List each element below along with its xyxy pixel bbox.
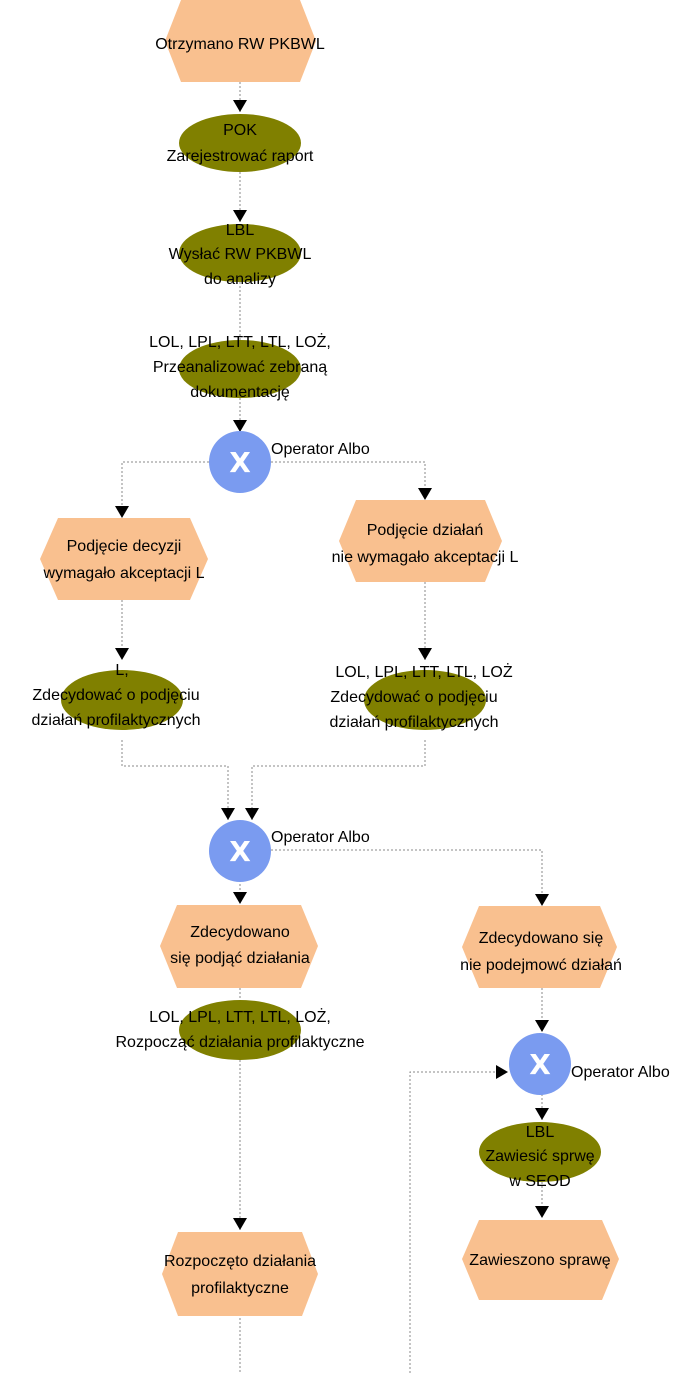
event-shape [162, 1232, 318, 1316]
function-label-line1: Zdecydować o podjęciu [330, 689, 497, 706]
event-shape [462, 1220, 619, 1300]
event-label: Otrzymano RW PKBWL [155, 36, 325, 53]
event-label-line2: profilaktyczne [191, 1280, 289, 1297]
connectors [115, 82, 549, 1373]
event-label-line1: Rozpoczęto działania [164, 1253, 316, 1270]
operator-xor-1: X Operator Albo [209, 431, 370, 493]
function-zdecydowac-grupa: LOL, LPL, LTT, LTL, LOŻ Zdecydować o pod… [330, 662, 513, 731]
function-zawiesic-sprawe: LBL Zawiesić sprwę w SEOD [479, 1122, 601, 1190]
edge-f4-o2 [121, 740, 235, 820]
function-shape [364, 670, 486, 730]
event-label: Zawieszono sprawę [469, 1252, 611, 1269]
function-label: Rozpocząć działania profilaktyczne [115, 1034, 364, 1051]
function-label-line1: Zawiesić sprwę [485, 1148, 594, 1165]
event-zdecydowano-podjac: Zdecydowano się podjąć działania [160, 905, 318, 988]
edge-o1-e3 [271, 461, 432, 500]
function-label-line2: działań profilaktycznych [330, 714, 499, 731]
function-rozpoczac-dzialania: LOL, LPL, LTT, LTL, LOŻ, Rozpocząć dział… [115, 1000, 365, 1060]
xor-symbol: X [529, 1048, 551, 1081]
event-rozpoczeto-dzialania: Rozpoczęto działania profilaktyczne [162, 1232, 318, 1316]
function-label-line2: do analizy [204, 271, 276, 288]
function-zdecydowac-l: L, Zdecydować o podjęciu działań profila… [32, 662, 201, 730]
function-role: LOL, LPL, LTT, LTL, LOŻ, [149, 332, 331, 351]
function-role: LOL, LPL, LTT, LTL, LOŻ, [149, 1007, 331, 1026]
function-shape [179, 340, 301, 398]
event-shape [339, 500, 502, 582]
function-label-line1: Przeanalizować zebraną [153, 359, 327, 376]
edge-loop-o3 [409, 1065, 508, 1373]
function-shape [61, 670, 183, 730]
event-shape [165, 0, 316, 82]
event-label-line1: Podjęcie decyzji [67, 538, 182, 555]
function-role: LBL [226, 222, 255, 239]
event-label-line1: Podjęcie działań [367, 522, 484, 539]
event-label-line2: nie podejmowć działań [460, 957, 622, 974]
edge-o2-e5 [271, 849, 549, 906]
event-label-line1: Zdecydowano się [479, 930, 604, 947]
operator-circle [209, 431, 271, 493]
event-shape [160, 905, 318, 988]
event-shape [40, 518, 208, 600]
function-shape [179, 1000, 301, 1060]
operator-circle [209, 820, 271, 882]
event-otrzymano-rw: Otrzymano RW PKBWL [155, 0, 325, 82]
function-label-line1: Zdecydować o podjęciu [32, 687, 199, 704]
event-label-line1: Zdecydowano [190, 924, 290, 941]
operator-circle [509, 1033, 571, 1095]
function-label-line1: Wysłać RW PKBWL [169, 246, 312, 263]
event-zawieszono-sprawe: Zawieszono sprawę [462, 1220, 619, 1300]
event-label-line2: nie wymagało akceptacji L [332, 549, 519, 566]
operator-xor-2: X Operator Albo [209, 820, 370, 882]
edge-f5-o2 [245, 740, 426, 820]
event-dzialania-bez-akceptacji: Podjęcie działań nie wymagało akceptacji… [332, 500, 519, 582]
edge-o1-e2 [115, 461, 209, 518]
event-label-line2: wymagało akceptacji L [43, 565, 205, 582]
function-shape [179, 224, 301, 282]
event-decyzja-akceptacja: Podjęcie decyzji wymagało akceptacji L [40, 518, 208, 600]
function-role: POK [223, 122, 257, 139]
function-shape [179, 114, 301, 172]
function-role: LBL [526, 1124, 555, 1141]
function-przeanalizowac: LOL, LPL, LTT, LTL, LOŻ, Przeanalizować … [149, 332, 331, 401]
xor-symbol: X [229, 835, 251, 868]
function-zarejestrowac-raport: POK Zarejestrować raport [167, 114, 314, 172]
function-role: LOL, LPL, LTT, LTL, LOŻ [335, 662, 512, 681]
function-label-line2: działań profilaktycznych [32, 712, 201, 729]
event-label-line2: się podjąć działania [170, 950, 310, 967]
operator-label: Operator Albo [271, 829, 370, 846]
event-shape [462, 906, 617, 988]
function-wyslac-do-analizy: LBL Wysłać RW PKBWL do analizy [169, 222, 312, 288]
function-label-line2: dokumentację [190, 384, 290, 401]
function-shape [479, 1122, 601, 1182]
function-label-line2: w SEOD [508, 1173, 570, 1190]
function-label: Zarejestrować raport [167, 148, 314, 165]
function-role: L, [115, 662, 128, 679]
operator-xor-3: X Operator Albo [509, 1033, 670, 1095]
operator-label: Operator Albo [571, 1064, 670, 1081]
operator-label: Operator Albo [271, 441, 370, 458]
xor-symbol: X [229, 446, 251, 479]
event-zdecydowano-nie-podejmowac: Zdecydowano się nie podejmowć działań [460, 906, 622, 988]
